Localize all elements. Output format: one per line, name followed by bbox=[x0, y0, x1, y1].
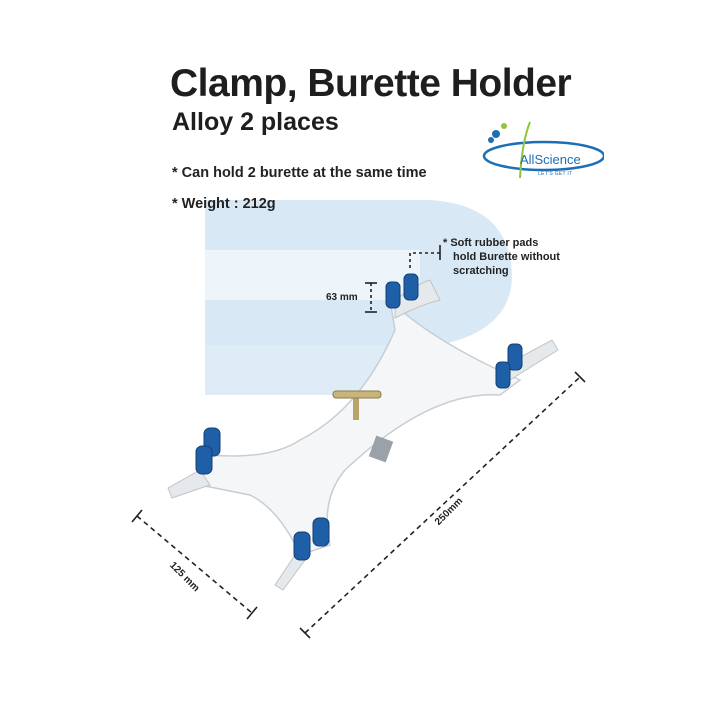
dimension-lines bbox=[131, 245, 586, 639]
feature-weight: * Weight : 212g bbox=[172, 196, 276, 212]
logo-brand-text: AllScience bbox=[520, 152, 581, 167]
allscience-logo bbox=[482, 121, 604, 179]
page-title: Clamp, Burette Holder bbox=[170, 62, 572, 105]
rubber-pad-note: * Soft rubber pads hold Burette without … bbox=[443, 236, 560, 278]
note-line-1: * Soft rubber pads bbox=[443, 237, 539, 249]
feature-capacity: * Can hold 2 burette at the same time bbox=[172, 165, 427, 181]
rubber-pad-icon bbox=[195, 273, 523, 561]
note-line-3: scratching bbox=[453, 265, 509, 277]
logo-tagline: LET'S GET IT bbox=[538, 171, 573, 177]
dimension-height-label: 63 mm bbox=[326, 292, 358, 303]
thumb-screw-icon bbox=[332, 390, 382, 420]
note-line-2: hold Burette without bbox=[453, 251, 560, 263]
page-subtitle: Alloy 2 places bbox=[172, 108, 339, 136]
